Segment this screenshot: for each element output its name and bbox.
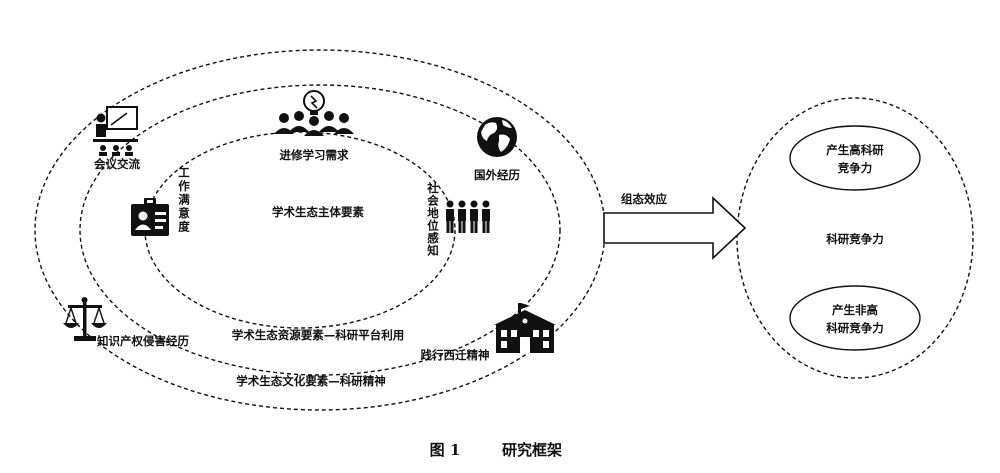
label-right-top-1: 产生高科研	[826, 143, 884, 157]
id-card-icon	[131, 198, 169, 236]
right-big-ellipse	[736, 97, 974, 379]
label-meeting: 会议交流	[93, 157, 140, 171]
right-top-ellipse	[789, 125, 921, 191]
middle-ellipse	[79, 84, 561, 376]
presenter-icon	[93, 106, 138, 156]
caption-title: 研究框架	[502, 441, 562, 459]
label-abroad: 国外经历	[474, 168, 520, 182]
outer-ellipse	[34, 49, 606, 411]
label-right-bottom-2: 科研竞争力	[826, 321, 884, 335]
school-building-icon	[494, 303, 556, 353]
label-resource: 学术生态资源要素—科研平台利用	[232, 328, 405, 342]
label-right-bottom-1: 产生非高	[832, 303, 878, 317]
caption-fig: 图 1	[430, 441, 461, 459]
justice-scale-icon	[63, 297, 107, 341]
label-right-top-2: 竞争力	[838, 161, 873, 175]
label-study: 进修学习需求	[280, 148, 349, 162]
right-bottom-ellipse	[789, 285, 921, 351]
label-west: 践行西迁精神	[421, 348, 490, 362]
label-core: 学术生态主体要素	[272, 205, 364, 219]
label-culture: 学术生态文化要素—科研精神	[236, 374, 386, 388]
label-arrow: 组态效应	[621, 192, 667, 206]
label-job: 工作满意度	[177, 166, 191, 234]
label-right-center: 科研竞争力	[826, 232, 884, 246]
people-group-icon	[446, 200, 490, 233]
globe-icon	[477, 117, 517, 157]
label-status: 社会地位感知	[426, 181, 440, 257]
audience-idea-icon	[274, 90, 354, 136]
label-ip: 知识产权侵害经历	[96, 334, 189, 348]
configuration-arrow	[603, 196, 747, 260]
